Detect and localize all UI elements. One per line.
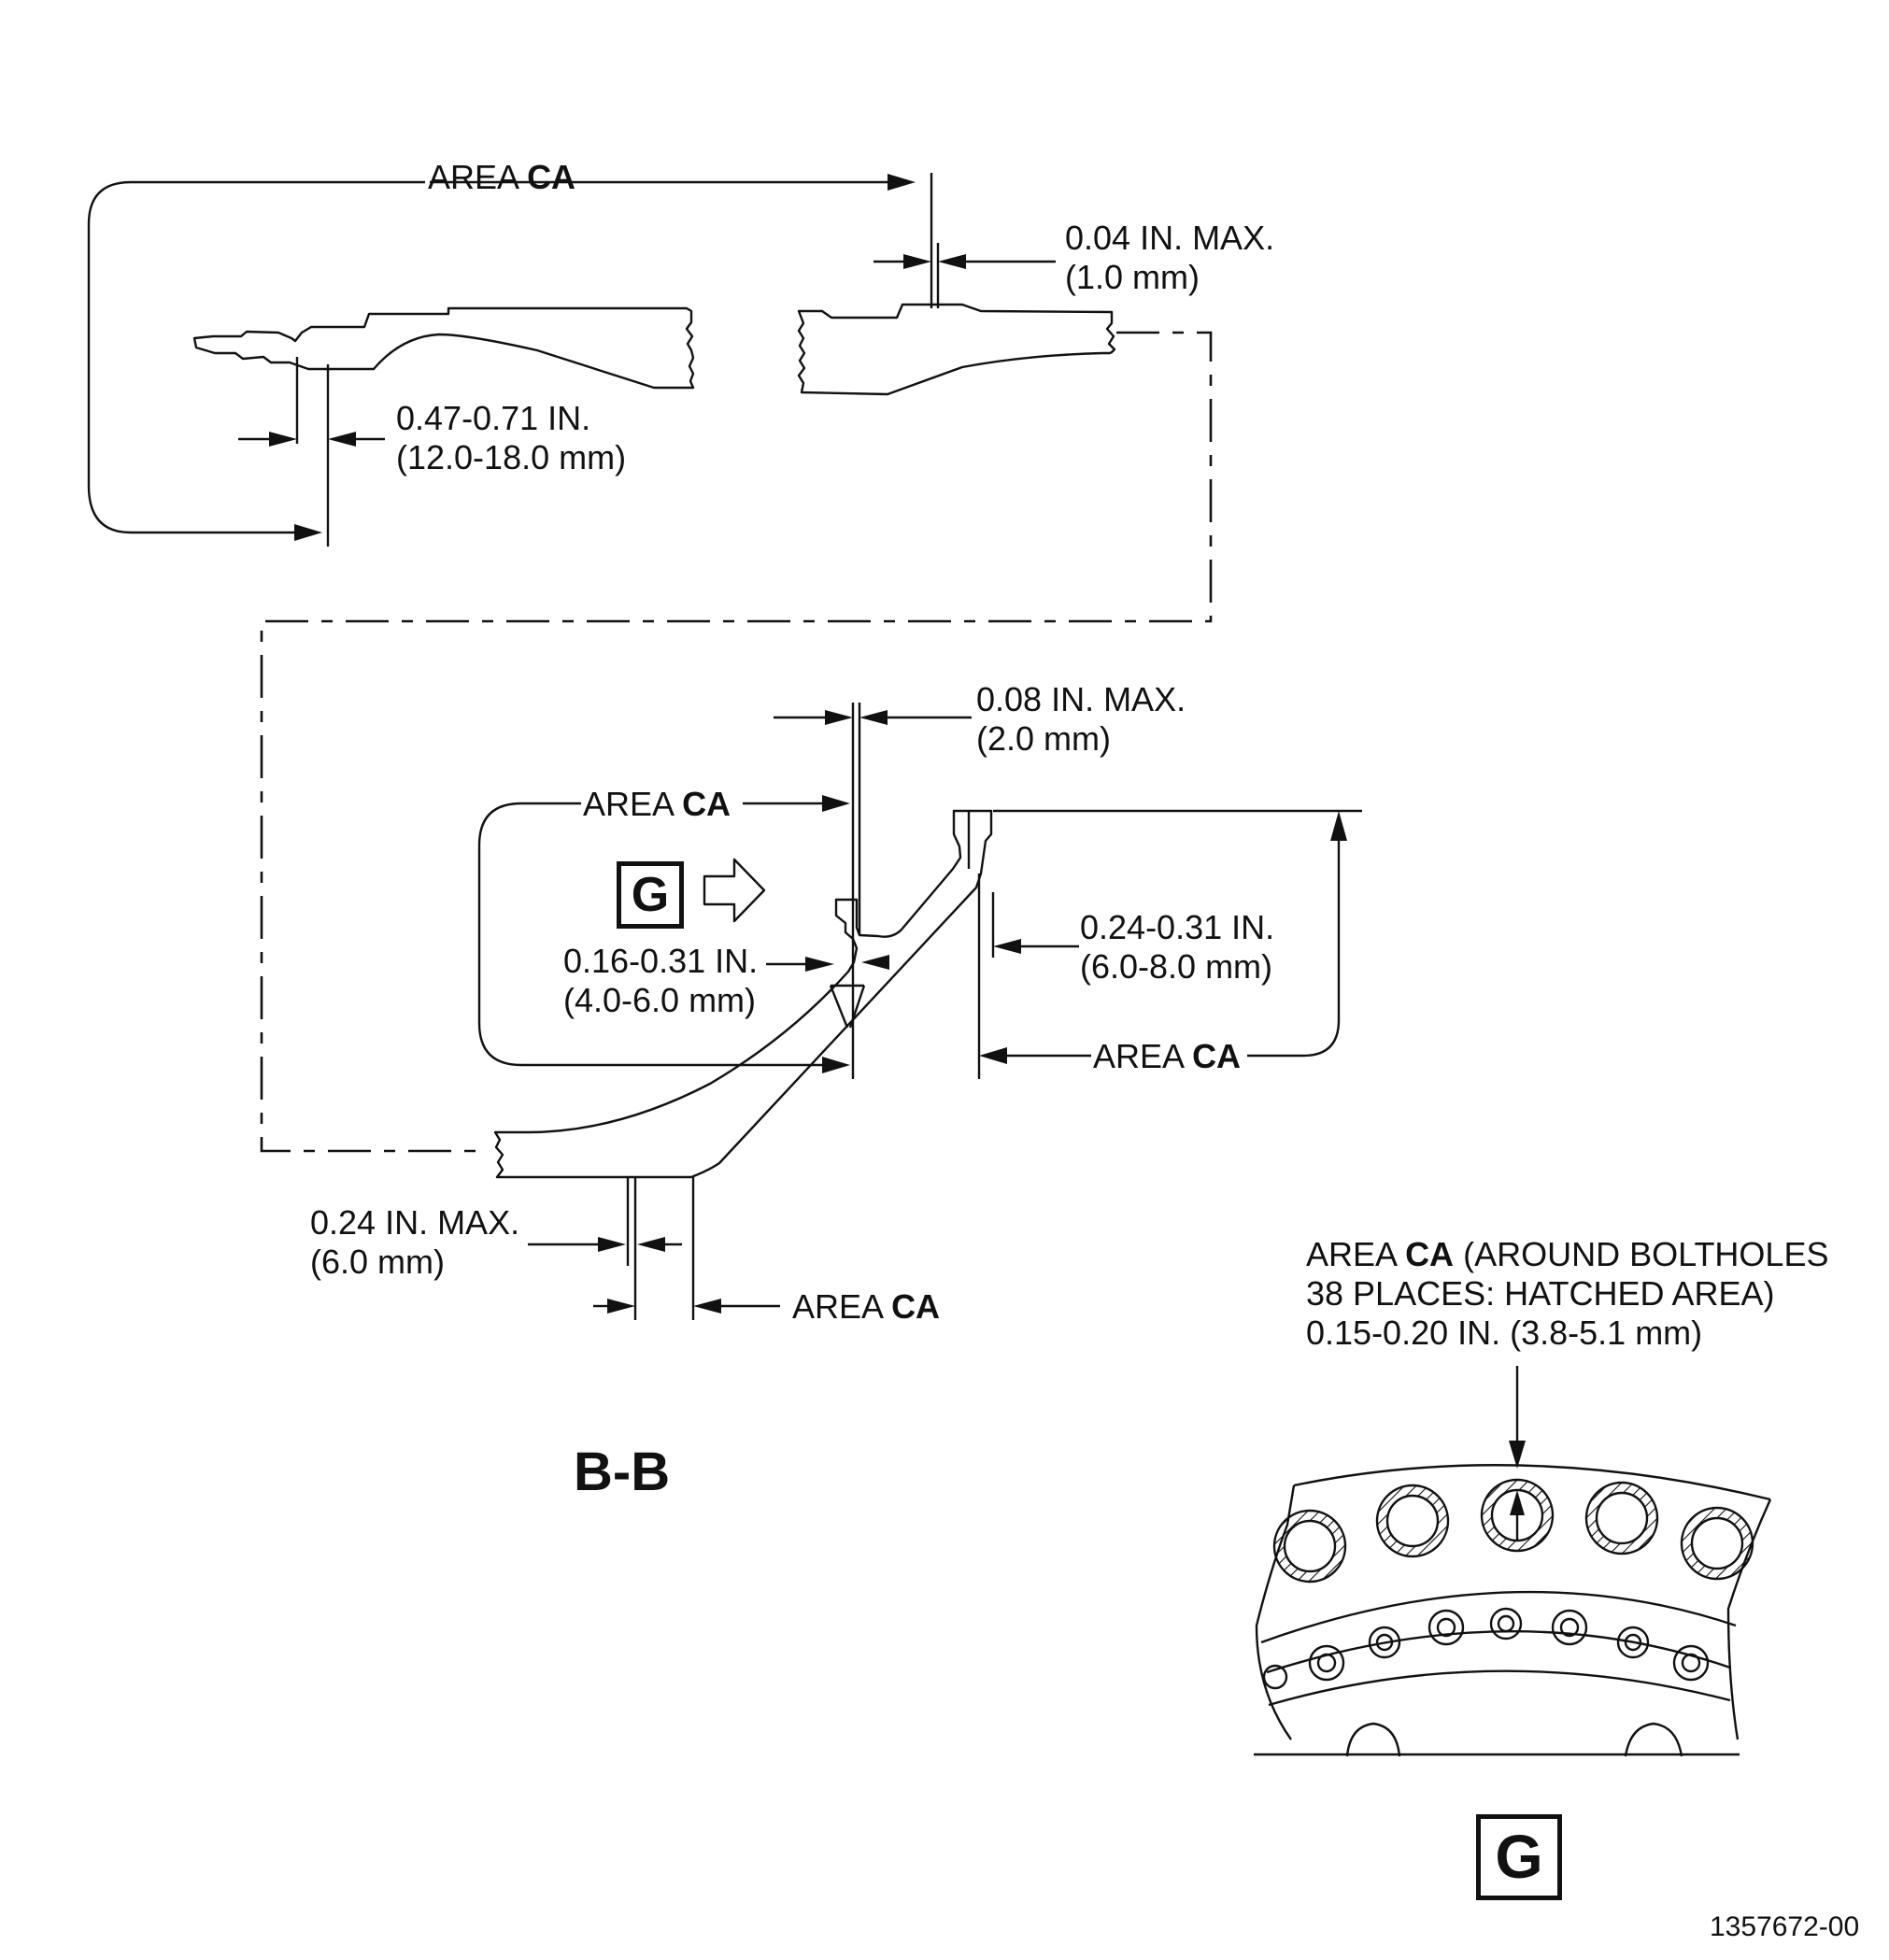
section-view-title: B-B [574, 1442, 671, 1502]
top-section-profile [192, 303, 1116, 396]
mid-gap-label: 0.08 IN. MAX.(2.0 mm) [976, 680, 1186, 758]
figure-number: 1357672-00 [1710, 1911, 1860, 1942]
left-width-dimension [766, 955, 889, 972]
middle-section-profile [493, 809, 993, 1179]
middle-area-bracket [477, 795, 850, 1073]
small-hole-row [1262, 1607, 1710, 1690]
top-area-bracket [87, 174, 916, 541]
top-area-label: AREA CA [428, 158, 576, 196]
detail-view-title: G [1476, 1814, 1562, 1900]
right-area-label: AREA CA [1093, 1037, 1242, 1075]
bottom-gap-label: 0.24 IN. MAX.(6.0 mm) [310, 1203, 520, 1281]
detail-reference-box: G [617, 861, 684, 929]
bottom-gap-dimension [528, 1177, 780, 1320]
right-width-label: 0.24-0.31 IN.(6.0-8.0 mm) [1080, 908, 1275, 986]
bolthole-row [1272, 1478, 1754, 1584]
top-width-dimension [238, 357, 385, 547]
middle-gap-dimension [774, 703, 972, 1079]
direction-arrow-icon [703, 858, 766, 923]
left-width-label: 0.16-0.31 IN.(4.0-6.0 mm) [563, 942, 759, 1019]
detail-g-ring [1254, 1464, 1772, 1757]
bolthole-leader [1509, 1366, 1526, 1540]
bottom-area-label: AREA CA [792, 1287, 941, 1326]
middle-area-label: AREA CA [583, 785, 731, 823]
right-width-dimension [977, 873, 1079, 1079]
right-area-bracket [979, 809, 1362, 1064]
top-gap-label: 0.04 IN. MAX.(1.0 mm) [1065, 219, 1275, 296]
top-gap-dimension [873, 173, 1056, 308]
top-width-label: 0.47-0.71 IN.(12.0-18.0 mm) [396, 399, 627, 476]
bolthole-note: AREA CA (AROUND BOLTHOLES 38 PLACES: HAT… [1306, 1235, 1829, 1352]
